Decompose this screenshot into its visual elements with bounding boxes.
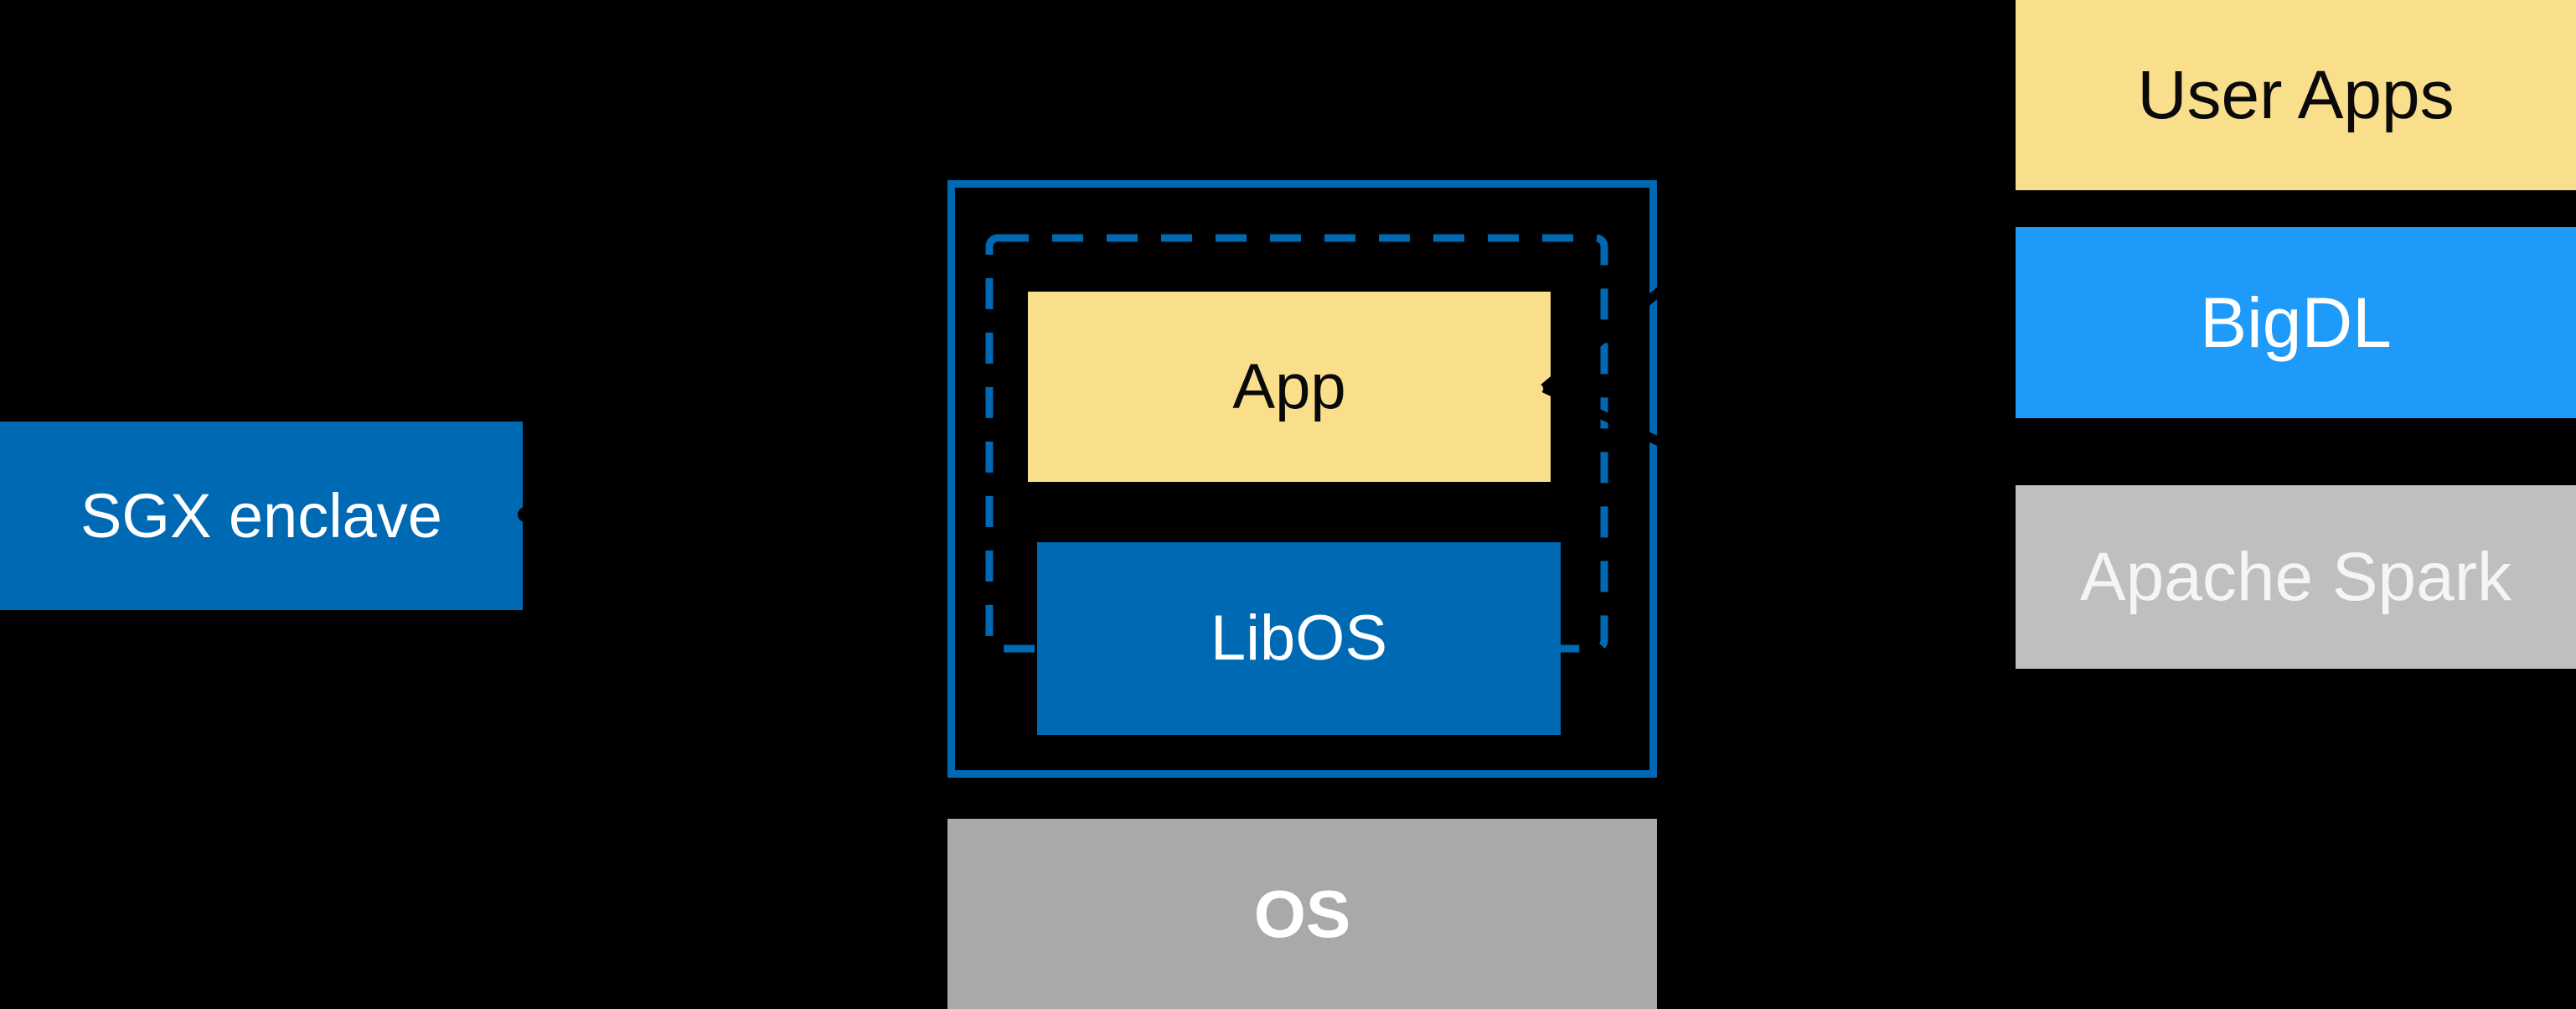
user-apps-box: User Apps xyxy=(2016,0,2576,190)
apache-spark-box: Apache Spark xyxy=(2016,485,2576,669)
libos-box: LibOS xyxy=(1037,542,1561,735)
app-label: App xyxy=(1232,350,1346,422)
bigdl-label: BigDL xyxy=(2200,283,2392,362)
app-box: App xyxy=(1028,292,1551,482)
bigdl-box: BigDL xyxy=(2016,227,2576,418)
apache-spark-label: Apache Spark xyxy=(2079,538,2512,615)
os-label: OS xyxy=(1253,876,1351,951)
user-apps-label: User Apps xyxy=(2137,56,2455,133)
os-box: OS xyxy=(947,819,1657,1009)
sgx-enclave-label: SGX enclave xyxy=(80,480,442,551)
sgx-enclave-box: SGX enclave xyxy=(0,422,523,610)
libos-label: LibOS xyxy=(1210,603,1388,674)
enclave-outer-box xyxy=(947,180,1657,778)
